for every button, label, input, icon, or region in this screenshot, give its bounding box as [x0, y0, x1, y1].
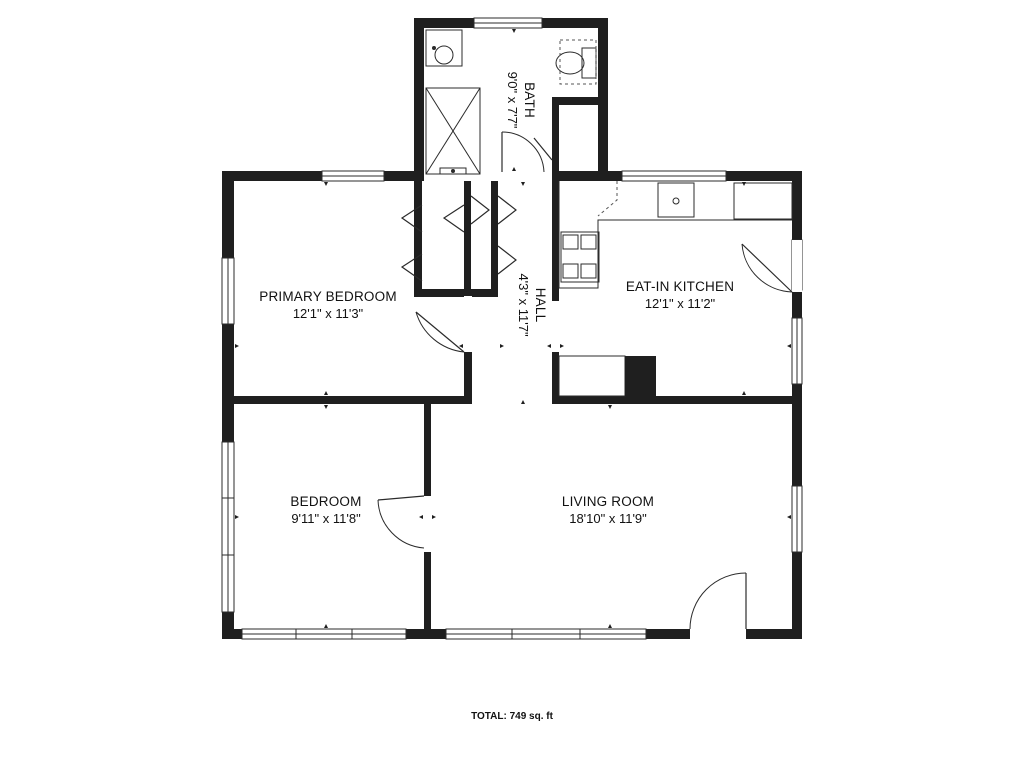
room-labels: PRIMARY BEDROOM 12'1" x 11'3" BEDROOM 9'… [259, 72, 734, 722]
kitchen-dims: 12'1" x 11'2" [645, 296, 716, 311]
wall-bath-closet-top [552, 97, 608, 105]
hall-name: HALL [533, 288, 548, 323]
wall-kitchen-bottom [552, 396, 802, 404]
living-room-name: LIVING ROOM [562, 494, 654, 509]
bath-name: BATH [522, 82, 537, 118]
kitchen-appliance [733, 182, 793, 220]
bath-sink [425, 29, 463, 67]
kitchen-cabinet [558, 355, 626, 397]
bedroom-dims: 9'11" x 11'8" [291, 511, 361, 526]
dimension-markers [235, 29, 791, 628]
kitchen-sink [657, 182, 695, 218]
wall-closet-divider [464, 181, 471, 297]
kitchen-exterior-door [741, 243, 793, 293]
wall-bath-left [414, 18, 424, 178]
closet-door-left [400, 204, 423, 233]
wall-hall-right-lower [552, 352, 559, 404]
toilet [581, 47, 597, 79]
bedroom-name: BEDROOM [290, 494, 361, 509]
fixtures [425, 29, 793, 397]
closet-door-right [497, 195, 517, 225]
hall-dims: 4'3" x 11'7" [516, 273, 531, 336]
doors [377, 131, 802, 639]
stove [560, 231, 600, 283]
primary-bedroom-dims: 12'1" x 11'3" [293, 306, 364, 321]
living-room-dims: 18'10" x 11'9" [569, 511, 647, 526]
primary-bedroom-door [415, 311, 465, 353]
wall-primary-bottom [222, 396, 472, 404]
bedroom-door [377, 495, 425, 501]
bath-dims: 9'0" x 7'7" [505, 72, 520, 129]
refrigerator [625, 356, 656, 396]
wall-bath-closet-side [552, 97, 559, 177]
wall-hall-right-upper [552, 181, 559, 301]
wall-closets-bottom [414, 289, 498, 297]
total-area: TOTAL: 749 sq. ft [471, 711, 554, 722]
wall-right [792, 171, 802, 639]
wall-closet-right [491, 181, 498, 297]
kitchen-name: EAT-IN KITCHEN [626, 279, 734, 294]
kitchen-counter [558, 181, 792, 289]
entry-door-gap [690, 629, 746, 639]
wall-closet-left [414, 181, 422, 297]
primary-bedroom-name: PRIMARY BEDROOM [259, 289, 397, 304]
